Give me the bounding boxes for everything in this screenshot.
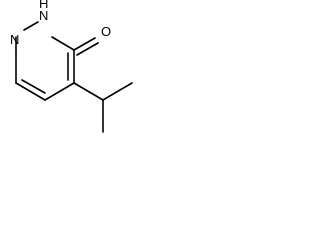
atom-nitrogen-2: N [39,8,48,23]
bond-c4-c5 [44,82,75,101]
bond-c3-c4-inner [21,79,46,94]
atom-nh-hydrogen: H [39,0,48,11]
bond-c6-n1h [51,36,75,51]
bond-c5-isopropyl [73,82,104,101]
bond-c6-o-second [76,42,99,56]
atom-nitrogen-1: N [10,32,19,47]
bond-isopropyl-ch3-a [102,82,133,101]
atom-oxygen: O [101,24,111,39]
molecule-structure: N N H O [10,0,133,133]
bond-n-n [23,21,39,31]
bond-c6-o [73,37,96,51]
bond-c3-c4 [15,82,46,101]
structure-canvas: N N H O [0,0,150,144]
